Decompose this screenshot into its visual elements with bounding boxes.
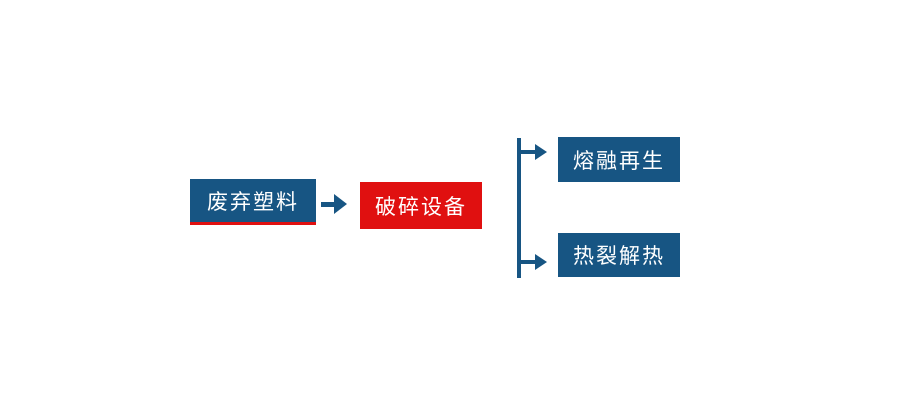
arrow-right-icon bbox=[321, 194, 347, 214]
node-pyrolysis-heat: 热裂解热 bbox=[558, 233, 680, 277]
arrow-shaft bbox=[321, 201, 334, 207]
node-crushing-equipment: 破碎设备 bbox=[360, 182, 482, 229]
arrow-shaft bbox=[521, 260, 535, 264]
arrow-head bbox=[535, 254, 547, 270]
arrow-right-icon bbox=[521, 144, 547, 160]
arrow-shaft bbox=[521, 150, 535, 154]
node-waste-plastic-label: 废弃塑料 bbox=[207, 190, 299, 214]
arrow-head bbox=[334, 194, 347, 214]
node-crushing-equipment-label: 破碎设备 bbox=[375, 195, 467, 219]
node-waste-plastic: 废弃塑料 bbox=[190, 179, 316, 225]
node-pyrolysis-heat-label: 热裂解热 bbox=[573, 245, 665, 268]
arrow-head bbox=[535, 144, 547, 160]
arrow-right-icon bbox=[521, 254, 547, 270]
branch-connector-line bbox=[517, 138, 521, 278]
node-melt-regeneration-label: 熔融再生 bbox=[573, 149, 665, 173]
node-melt-regeneration: 熔融再生 bbox=[558, 137, 680, 182]
